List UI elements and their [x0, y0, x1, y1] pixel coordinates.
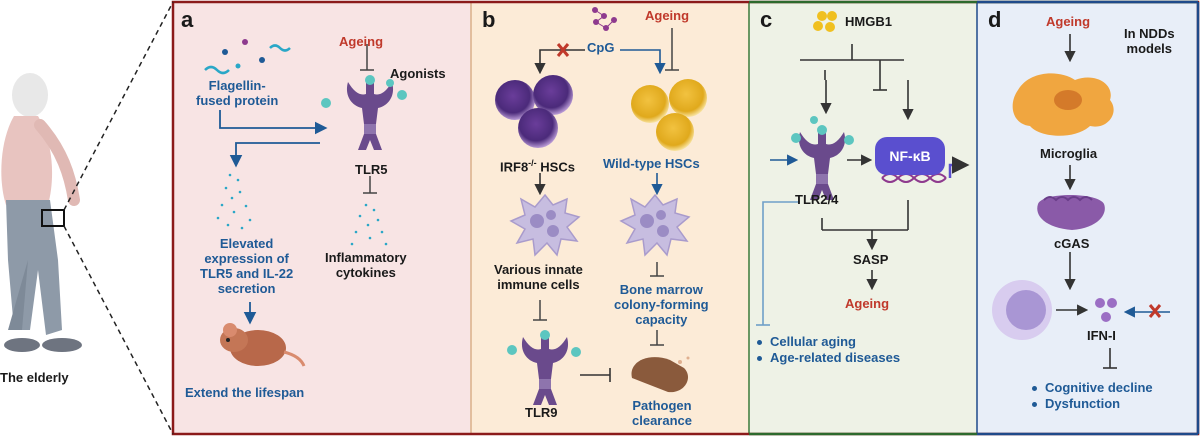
bullet-age-related: Age-related diseases: [757, 350, 900, 366]
cpg-molecule-icon: [592, 7, 617, 31]
ifn-i-icon: [1095, 298, 1117, 322]
irf8-label: IRF8-/- HSCs: [500, 158, 575, 175]
inhibited-cross-icon-d: [1148, 304, 1162, 318]
irf8-hsc-cells-icon: [495, 75, 573, 148]
bacterium-icon: [631, 356, 690, 393]
tlr5-label: TLR5: [355, 162, 388, 177]
panel-b-letter: b: [482, 7, 496, 32]
panel-b-ageing: Ageing: [645, 8, 690, 23]
panel-a-ageing: Ageing: [339, 34, 384, 49]
microglia-label: Microglia: [1040, 146, 1098, 161]
wildtype-label: Wild-type HSCs: [603, 156, 700, 171]
ifn-i-label: IFN-I: [1087, 328, 1116, 343]
elderly-label: The elderly: [0, 370, 69, 385]
pathogen-label: Pathogen clearance: [632, 398, 692, 428]
cpg-label: CpG: [587, 40, 615, 55]
panel-d-letter: d: [988, 7, 1002, 32]
panel-c-ageing: Ageing: [845, 296, 890, 311]
sasp-label: SASP: [853, 252, 889, 267]
inflammatory-label: Inflammatory cytokines: [325, 250, 407, 280]
hmgb1-icon: [813, 11, 837, 32]
bullet-cellular-aging: Cellular aging: [757, 334, 856, 350]
panel-c-letter: c: [760, 7, 773, 32]
bullet-dysfunction: Dysfunction: [1032, 396, 1120, 412]
mouse-icon: [220, 323, 306, 367]
cytokine-spray: [216, 173, 388, 246]
innate-cells-label: Various innate immune cells: [494, 262, 583, 292]
elevated-expression-label: Elevated expression of TLR5 and IL-22 se…: [200, 236, 294, 296]
elderly-person-icon: [1, 73, 82, 352]
bone-marrow-label: Bone marrow colony-forming capacity: [614, 282, 709, 327]
lifespan-label: Extend the lifespan: [185, 385, 305, 400]
microglia-icon: [1012, 73, 1114, 136]
flagellin-label: Flagellin- fused protein: [196, 78, 279, 108]
ndds-models-label: In NDDs models: [1124, 26, 1175, 56]
agonists-label: Agonists: [390, 66, 446, 81]
macrophage-cell-icon: [992, 280, 1052, 340]
bacteria-icon: [204, 39, 291, 75]
inhibited-cross-icon: [556, 43, 570, 57]
bullet-cognitive-decline: Cognitive decline: [1032, 380, 1153, 396]
nfkb-label: NF-κB: [875, 137, 945, 175]
tlr9-label: TLR9: [525, 405, 558, 420]
panel-a-letter: a: [181, 7, 194, 32]
wildtype-hsc-cells-icon: [631, 79, 707, 151]
hmgb1-label: HMGB1: [845, 14, 892, 29]
cgas-icon: [1037, 195, 1105, 230]
cgas-label: cGAS: [1054, 236, 1090, 251]
panel-c-background: [749, 2, 977, 434]
panel-d-ageing: Ageing: [1046, 14, 1091, 29]
tlr2-4-label: TLR2/4: [795, 192, 839, 207]
